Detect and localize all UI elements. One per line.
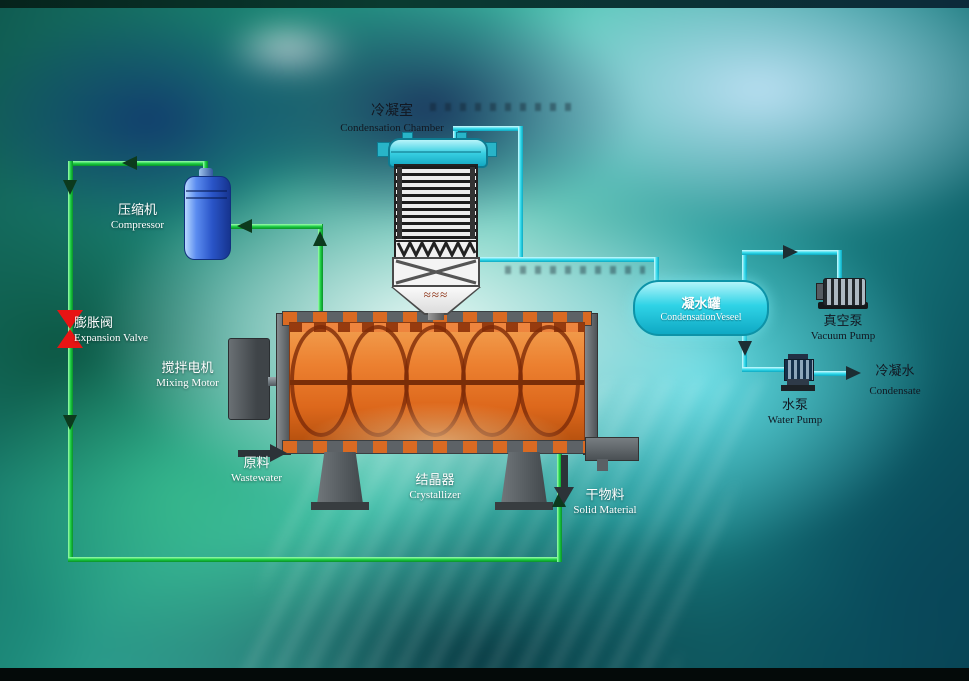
solid-material-arrow bbox=[554, 487, 574, 504]
vapor-pipe bbox=[518, 126, 523, 262]
crystallizer-body bbox=[289, 322, 585, 444]
compressor-cap bbox=[199, 168, 213, 178]
flow-arrow-down bbox=[738, 341, 752, 356]
flow-arrow-left bbox=[122, 156, 137, 170]
water-pump-flange bbox=[788, 354, 808, 359]
fin-column bbox=[470, 167, 475, 239]
solid-material-arrow-shaft bbox=[561, 455, 568, 488]
compressor-seam bbox=[186, 190, 227, 192]
crystallizer-bottom-flange bbox=[282, 440, 592, 454]
flow-arrow-left bbox=[237, 219, 252, 233]
label-expansion-valve: 膨胀阀 Expansion Valve bbox=[74, 315, 149, 345]
vapor-pipe bbox=[479, 257, 659, 262]
fin-column bbox=[397, 167, 402, 239]
support-leg bbox=[317, 452, 363, 504]
vapor-pipe bbox=[453, 126, 523, 131]
artifact-streak bbox=[430, 103, 580, 111]
condensation-vessel: 凝水罐 CondensationVeseel bbox=[633, 280, 769, 336]
mixing-motor-body bbox=[228, 338, 270, 420]
water-pump-body bbox=[784, 359, 814, 381]
label-vacuum-pump: 真空泵 Vacuum Pump bbox=[810, 313, 876, 343]
vapor-pipe bbox=[837, 250, 842, 280]
refrigerant-pipe bbox=[68, 161, 208, 166]
refrigerant-pipe bbox=[68, 557, 562, 562]
wastewater-arrow bbox=[270, 444, 287, 462]
label-mixing-motor: 搅拌电机 Mixing Motor bbox=[156, 360, 219, 390]
condensation-vessel-label-en: CondensationVeseel bbox=[660, 312, 742, 323]
label-water-pump: 水泵 Water Pump bbox=[767, 397, 823, 427]
refrigerant-pipe bbox=[318, 224, 323, 316]
expansion-valve-icon bbox=[57, 310, 83, 329]
compressor-seam bbox=[186, 197, 227, 199]
flow-arrow-down bbox=[63, 180, 77, 195]
vapor-pipe bbox=[453, 126, 458, 148]
vacuum-pump-body bbox=[823, 278, 866, 306]
flow-arrow-right bbox=[846, 366, 861, 380]
bottom-border-band bbox=[0, 668, 969, 681]
chamber-lid-seam bbox=[391, 151, 481, 153]
crystallizer-endcap bbox=[583, 313, 598, 455]
water-pump-base bbox=[781, 385, 815, 391]
flow-arrow-down bbox=[63, 415, 77, 430]
heat-exchanger-fins bbox=[394, 164, 478, 242]
label-wastewater: 原料 Wastewater bbox=[230, 455, 283, 485]
water-pump-mid bbox=[787, 379, 809, 385]
discharge-stub bbox=[597, 459, 608, 471]
discharge-fitting bbox=[585, 437, 639, 461]
label-solid-material: 干物料 Solid Material bbox=[573, 487, 637, 517]
compressor-body bbox=[184, 176, 231, 260]
condensation-vessel-label-zh: 凝水罐 bbox=[681, 296, 721, 311]
body-glow bbox=[290, 399, 584, 443]
flow-arrow-right bbox=[783, 245, 798, 259]
steam-icon: ≈≈≈ bbox=[423, 287, 449, 302]
label-crystallizer: 结晶器 Crystallizer bbox=[409, 472, 461, 502]
label-compressor: 压缩机 Compressor bbox=[110, 202, 165, 232]
refrigerant-pipe bbox=[229, 224, 322, 229]
artifact-streak bbox=[505, 266, 645, 274]
flow-arrow-up bbox=[313, 231, 327, 246]
sawtooth-section bbox=[394, 239, 478, 259]
vapor-pipe bbox=[742, 250, 747, 283]
wastewater-arrow-shaft bbox=[238, 450, 270, 457]
label-condensation-chamber: 冷凝室 Condensation Chamber bbox=[340, 104, 444, 134]
support-brace bbox=[392, 257, 480, 287]
support-leg-base bbox=[495, 502, 553, 510]
label-condensate: 冷凝水 Condensate bbox=[869, 363, 921, 398]
vapor-pipe bbox=[654, 257, 659, 285]
support-leg-base bbox=[311, 502, 369, 510]
support-leg bbox=[501, 452, 547, 504]
condensate-pipe bbox=[742, 367, 788, 372]
condensate-pipe bbox=[810, 371, 848, 376]
chamber-neck bbox=[428, 313, 444, 320]
screw-shaft bbox=[290, 380, 584, 385]
top-border-band bbox=[0, 0, 969, 8]
expansion-valve-icon bbox=[57, 329, 83, 348]
refrigerant-pipe bbox=[68, 161, 73, 562]
